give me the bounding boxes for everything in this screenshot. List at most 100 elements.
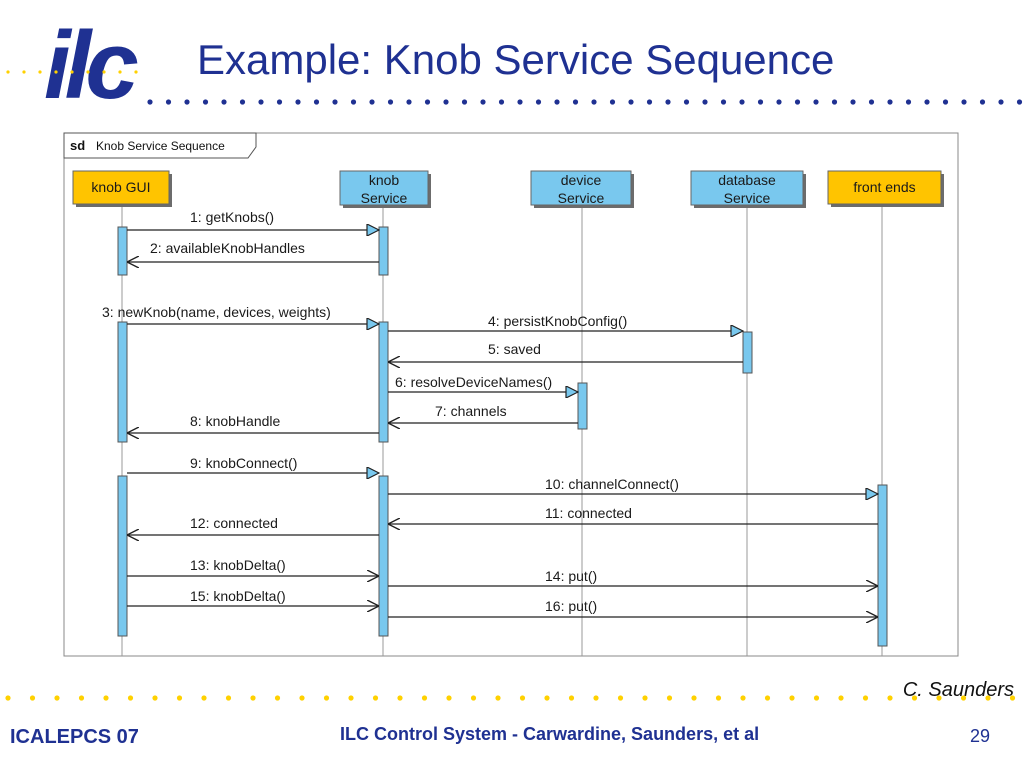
divider-dot xyxy=(985,695,991,701)
divider-dot xyxy=(406,99,412,105)
message-label: 14: put() xyxy=(545,568,597,584)
lifeline-knob-service-head xyxy=(339,170,429,206)
divider-dot xyxy=(165,99,172,105)
divider-dot xyxy=(617,695,624,701)
divider-dot xyxy=(78,695,85,701)
divider-dot xyxy=(535,99,542,105)
divider-dot xyxy=(258,99,264,105)
footer-authors: ILC Control System - Carwardine, Saunder… xyxy=(340,724,760,744)
divider-dot xyxy=(554,99,560,105)
divider-dot xyxy=(29,695,36,701)
divider-dot xyxy=(666,695,673,701)
activation-bar xyxy=(378,226,389,276)
divider-dot xyxy=(813,99,819,105)
message-label: 10: channelConnect() xyxy=(545,476,679,492)
divider-dot xyxy=(1016,99,1023,105)
divider-dot xyxy=(239,99,246,105)
divider-dot xyxy=(568,695,575,701)
ilc-logo: ilc xyxy=(44,12,143,108)
divider-dot xyxy=(397,695,403,701)
divider-dot xyxy=(764,695,771,701)
lifeline-knob-gui-head xyxy=(72,170,170,205)
divider-dot xyxy=(446,695,452,701)
divider-dot xyxy=(221,99,227,105)
message-label: 1: getKnobs() xyxy=(190,209,274,225)
divider-dot xyxy=(103,695,109,701)
divider-dot xyxy=(924,99,930,105)
lifeline-front-ends-head xyxy=(827,170,942,205)
divider-dot xyxy=(184,99,190,105)
divider-dot xyxy=(387,99,394,105)
divider-dot xyxy=(862,695,869,701)
divider-dot xyxy=(776,99,782,105)
divider-dot xyxy=(887,695,893,701)
divider-dot xyxy=(470,695,477,701)
ilc-logo-text: ilc xyxy=(44,12,137,108)
activation-bar xyxy=(117,226,128,276)
divider-dot xyxy=(299,695,305,701)
divider-dot xyxy=(683,99,690,105)
divider-dot xyxy=(134,70,138,74)
message-label: 4: persistKnobConfig() xyxy=(488,313,627,329)
divider-dot xyxy=(147,99,153,105)
divider-dot xyxy=(936,695,942,701)
lifeline-knob-gui-label: knob GUI xyxy=(91,179,150,195)
footer-conference: ICALEPCS 07 xyxy=(10,726,139,748)
divider-dot xyxy=(544,695,550,701)
divider-dot xyxy=(495,695,501,701)
divider-dot xyxy=(979,99,986,105)
divider-dot xyxy=(961,99,967,105)
divider-dot xyxy=(715,695,722,701)
activation-bar xyxy=(877,484,888,647)
divider-dot xyxy=(868,99,875,105)
frame-name: Knob Service Sequence xyxy=(96,139,225,153)
activation-bar xyxy=(117,475,128,637)
divider-dot xyxy=(591,99,597,105)
divider-dot xyxy=(887,99,893,105)
divider-dot xyxy=(225,695,232,701)
divider-dot xyxy=(350,99,357,105)
divider-dot xyxy=(424,99,431,105)
divider-dot xyxy=(998,99,1004,105)
divider-dot xyxy=(295,99,301,105)
divider-dot xyxy=(960,695,967,701)
activation-bar xyxy=(378,321,389,443)
divider-dot xyxy=(905,99,912,105)
divider-dot xyxy=(1009,695,1016,701)
activation-bar xyxy=(742,331,753,374)
divider-dot xyxy=(54,70,58,74)
divider-dot xyxy=(942,99,949,105)
divider-dot xyxy=(22,70,26,74)
divider-dot xyxy=(911,695,918,701)
activation-bar xyxy=(577,382,588,430)
divider-dot xyxy=(276,99,283,105)
divider-dot xyxy=(372,695,379,701)
author-credit: C. Saunders xyxy=(902,679,1014,701)
divider-dot xyxy=(838,695,844,701)
divider-dot xyxy=(572,99,579,105)
divider-dot xyxy=(323,695,330,701)
page-number: 29 xyxy=(970,726,991,746)
bottom-dotted-divider xyxy=(5,695,1016,701)
divider-dot xyxy=(421,695,428,701)
message-label: 11: connected xyxy=(545,505,632,521)
divider-dot xyxy=(757,99,764,105)
message-label: 6: resolveDeviceNames() xyxy=(395,374,552,390)
lifeline-device-service-head xyxy=(530,170,632,206)
divider-dot xyxy=(480,99,486,105)
divider-dot xyxy=(609,99,616,105)
frame-keyword: sd xyxy=(70,138,85,153)
message-label: 2: availableKnobHandles xyxy=(150,240,305,256)
divider-dot xyxy=(348,695,354,701)
divider-dot xyxy=(152,695,158,701)
message-label: 13: knobDelta() xyxy=(190,557,286,573)
divider-dot xyxy=(519,695,526,701)
divider-dot xyxy=(691,695,697,701)
divider-dot xyxy=(498,99,505,105)
divider-dot xyxy=(274,695,281,701)
divider-dot xyxy=(740,695,746,701)
